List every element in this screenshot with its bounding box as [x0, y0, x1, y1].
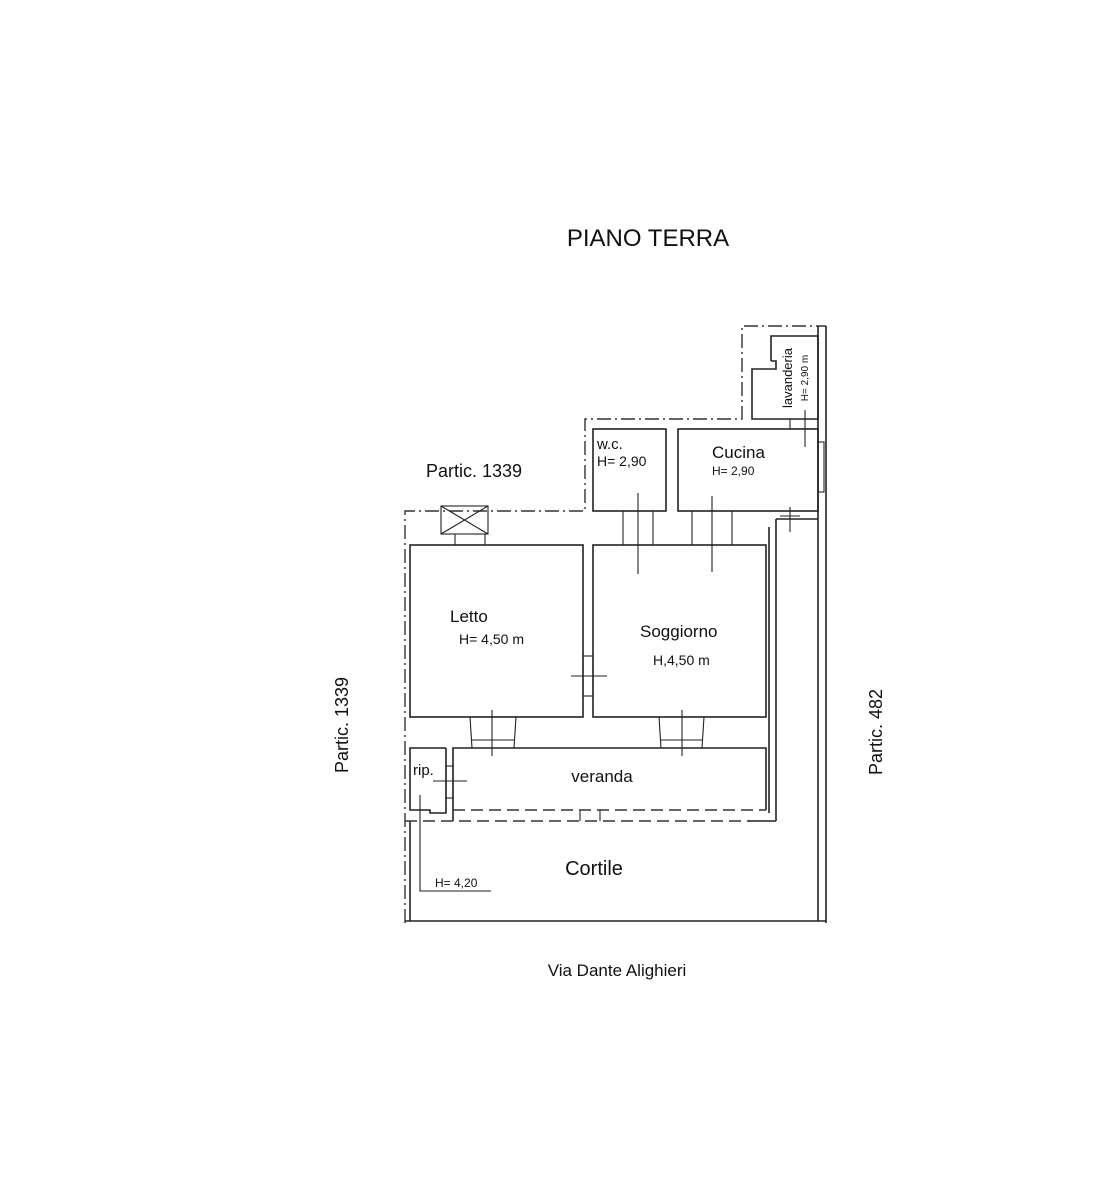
courtyard-walls — [405, 326, 827, 923]
neighbor-right-label: Partic. 482 — [866, 689, 886, 775]
courtyard: Cortile H= 4,20 — [419, 795, 623, 892]
room-letto: Letto H= 4,50 m — [409, 544, 607, 718]
room-veranda: veranda — [405, 747, 767, 822]
room-wc: w.c. H= 2,90 — [592, 428, 667, 574]
soggiorno-label: Soggiorno — [640, 622, 718, 641]
letto-height: H= 4,50 m — [459, 631, 524, 647]
lavanderia-height: H= 2,90 m — [800, 355, 811, 401]
rip-label: rip. — [413, 762, 434, 779]
soggiorno-height: H,4,50 m — [653, 652, 710, 668]
property-boundary — [404, 325, 826, 923]
letto-label: Letto — [450, 607, 488, 626]
wc-label: w.c. — [596, 436, 623, 453]
cucina-height: H= 2,90 — [712, 464, 755, 478]
neighbor-left-label: Partic. 1339 — [332, 677, 352, 773]
veranda-label: veranda — [571, 767, 633, 786]
cucina-label: Cucina — [712, 443, 765, 462]
room-cucina: Cucina H= 2,90 — [677, 428, 819, 572]
room-ripostiglio: rip. — [409, 747, 467, 814]
lavanderia-label: lavanderia — [780, 347, 795, 408]
plan-title: PIANO TERRA — [567, 225, 729, 252]
wc-height: H= 2,90 — [597, 453, 647, 469]
room-soggiorno: Soggiorno H,4,50 m — [592, 544, 767, 718]
cortile-label: Cortile — [565, 858, 623, 880]
cortile-height: H= 4,20 — [435, 876, 478, 890]
neighbor-top-label: Partic. 1339 — [426, 461, 522, 481]
street-label: Via Dante Alighieri — [548, 961, 687, 980]
room-lavanderia: lavanderia H= 2,90 m — [751, 326, 825, 519]
vent-shaft-icon — [440, 505, 489, 545]
